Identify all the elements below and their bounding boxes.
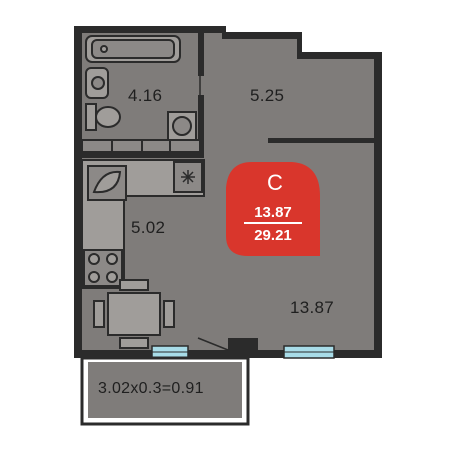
dining-set — [93, 279, 175, 349]
kitchen-sink-bowl-icon — [92, 170, 122, 194]
dining-chair — [119, 337, 149, 349]
bath-hall-wall-lower — [198, 95, 204, 155]
balcony-door — [197, 337, 229, 351]
balcony-floor — [88, 362, 242, 418]
bathtub-drain-icon — [100, 45, 108, 53]
burner-icon — [106, 271, 118, 283]
interior-walls — [82, 33, 374, 158]
living-room-area-label: 13.87 — [290, 298, 335, 317]
cabinet-strip — [81, 139, 201, 153]
bathtub-inner — [91, 39, 175, 59]
balcony-area-label: 3.02x0.3=0.91 — [98, 380, 204, 397]
sink-drain-icon — [91, 76, 105, 90]
washing-machine-drum-icon — [172, 116, 192, 136]
bathroom-area-label: 4.16 — [128, 86, 163, 105]
balcony-outline — [80, 356, 250, 426]
apartment-type-letter: С — [267, 170, 283, 195]
bathroom-fixtures — [85, 35, 197, 141]
dining-chair — [163, 300, 175, 328]
living-area-value: 13.87 — [254, 204, 292, 221]
burner-icon — [88, 253, 100, 265]
burner-icon — [88, 271, 100, 283]
hallway-area-label: 5.25 — [250, 86, 285, 105]
kitchen-living-partition — [268, 138, 374, 143]
total-area-value: 29.21 — [254, 227, 292, 244]
windows — [151, 338, 335, 359]
doors — [197, 76, 229, 351]
balcony — [80, 356, 250, 426]
door-opening-gap — [228, 338, 258, 350]
bath-kitchen-wall — [82, 152, 204, 158]
toilet-bowl — [95, 106, 121, 128]
dining-chair — [93, 300, 105, 328]
apartment-type-badge — [226, 162, 320, 256]
kitchen-area-label: 5.02 — [131, 218, 166, 237]
dining-table — [107, 292, 161, 336]
toilet-tank — [85, 103, 97, 131]
kitchen-counter — [81, 159, 205, 289]
snowflake-icon — [181, 170, 195, 184]
bath-hall-wall — [198, 33, 204, 76]
burner-icon — [106, 253, 118, 265]
dining-chair — [119, 279, 149, 291]
